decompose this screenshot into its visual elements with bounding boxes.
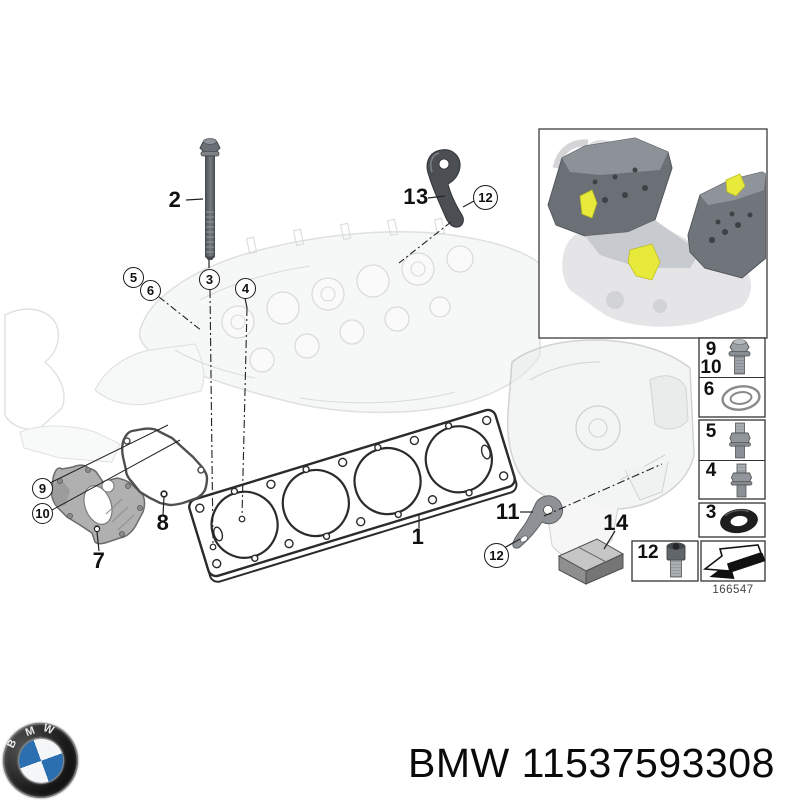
part-label-11: 11 <box>495 499 521 524</box>
panel-label-3: 3 <box>705 502 717 523</box>
hex-flange-bolt-icon <box>728 339 751 375</box>
part-label-8: 8 <box>156 510 170 535</box>
callout-circle-3: 3 <box>199 269 220 290</box>
rubber-seal-ring-icon <box>720 508 758 534</box>
kit-box-part-14 <box>557 538 625 585</box>
bmw-roundel-quadrants <box>11 731 70 790</box>
lifting-bracket-part-11 <box>512 495 564 549</box>
callout-circle-4: 4 <box>235 278 256 299</box>
callout-circle-12-upper: 12 <box>473 185 498 210</box>
lifting-bracket-part-13 <box>426 149 464 228</box>
stud-bolt-icon <box>729 422 751 459</box>
head-bolt-part-2 <box>199 138 221 260</box>
metal-seal-ring-icon <box>721 385 761 411</box>
part-label-2: 2 <box>168 187 182 212</box>
engine-photo-inset <box>538 128 768 339</box>
panel-label-9: 9 <box>705 339 717 360</box>
callout-circle-9: 9 <box>32 478 53 499</box>
part-label-13: 13 <box>403 184 429 209</box>
bmw-logo-letter-w: W <box>41 722 56 738</box>
callout-number: 6 <box>146 283 155 298</box>
callout-number: 9 <box>38 481 47 496</box>
callout-circle-12-lower: 12 <box>484 543 509 568</box>
callout-number: 12 <box>489 548 504 563</box>
bmw-logo-letter-m: M <box>23 724 37 739</box>
faded-engine-block-art <box>506 339 695 560</box>
socket-head-bolt-icon <box>666 542 686 578</box>
part-label-14: 14 <box>603 510 629 535</box>
timing-cover-part-7 <box>51 464 146 545</box>
stud-bolt-icon <box>730 463 753 498</box>
callout-number: 10 <box>35 506 50 521</box>
bmw-logo-letter-b: B <box>5 737 20 751</box>
panel-label-4: 4 <box>705 460 717 481</box>
fastener-legend-panel <box>631 337 766 582</box>
callout-number: 3 <box>205 272 214 287</box>
callout-circle-6: 6 <box>140 280 161 301</box>
callout-number: 5 <box>129 270 138 285</box>
panel-label-10: 10 <box>700 357 722 378</box>
direction-arrow-icon <box>702 544 766 579</box>
panel-label-6: 6 <box>703 379 715 400</box>
panel-label-12: 12 <box>637 542 659 563</box>
leader-lines <box>49 195 663 552</box>
callout-circle-10: 10 <box>32 503 53 524</box>
faded-cylinder-head-art <box>4 217 541 463</box>
panel-label-5: 5 <box>705 421 717 442</box>
callout-number: 12 <box>478 190 493 205</box>
part-label-7: 7 <box>92 548 106 573</box>
part-label-1: 1 <box>411 524 425 549</box>
callout-circle-5: 5 <box>123 267 144 288</box>
callout-number: 4 <box>241 281 250 296</box>
drawing-ref-number: 166547 <box>712 584 754 596</box>
part-number-text: BMW 11537593308 <box>408 740 775 786</box>
cylinder-head-gasket-part-1 <box>188 408 518 583</box>
